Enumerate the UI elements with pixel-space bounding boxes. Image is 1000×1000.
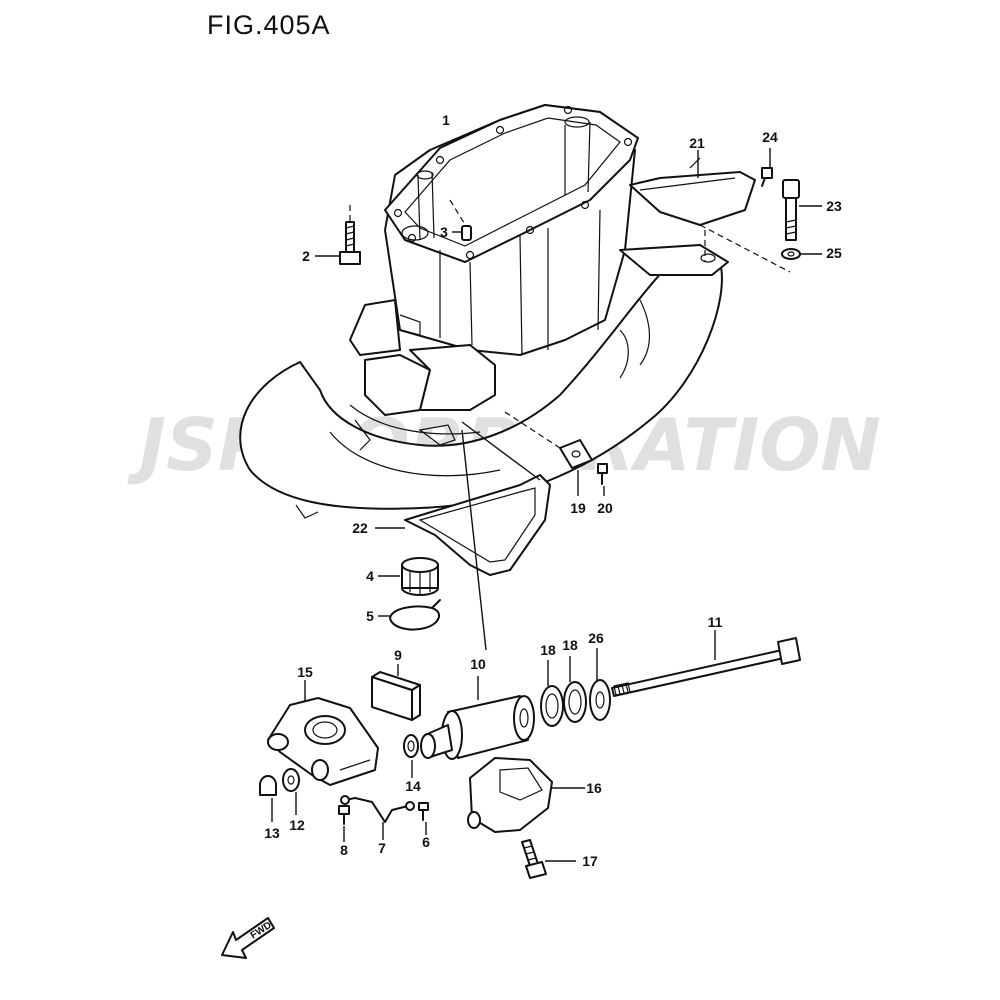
bolt-8 (338, 805, 350, 842)
callout-25: 25 (826, 245, 842, 261)
bolt-23 (782, 179, 822, 241)
callout-5: 5 (366, 608, 374, 624)
callout-15: 15 (297, 664, 313, 680)
fwd-arrow: FWD (221, 917, 275, 959)
callout-14: 14 (405, 778, 421, 794)
spacer-18b (563, 656, 587, 723)
callout-17: 17 (582, 853, 598, 869)
seal-22 (375, 474, 551, 576)
screw-6 (418, 802, 429, 835)
drive-shaft-housing (239, 104, 729, 519)
callout-24: 24 (762, 129, 778, 145)
shaft-11 (611, 630, 801, 697)
screw-24 (761, 148, 773, 187)
washer-14 (403, 734, 419, 778)
bracket-15 (267, 680, 379, 786)
clamp-16 (467, 757, 585, 833)
clip-5 (378, 599, 441, 631)
callout-9: 9 (394, 647, 402, 663)
callout-1: 1 (442, 112, 450, 128)
callout-16: 16 (586, 780, 602, 796)
bolt-17 (521, 839, 576, 879)
spacer-18a (540, 660, 564, 727)
callout-12: 12 (289, 817, 305, 833)
callout-23: 23 (826, 198, 842, 214)
bolt-2 (315, 205, 361, 265)
ground-wire-7 (340, 795, 415, 840)
callout-6: 6 (422, 834, 430, 850)
rear-cover-21 (629, 150, 756, 226)
mount-rubber-10 (420, 676, 535, 760)
washer-25 (781, 248, 822, 260)
collar-13 (259, 775, 277, 822)
callout-2: 2 (302, 248, 310, 264)
callout-8: 8 (340, 842, 348, 858)
callout-21: 21 (689, 135, 705, 151)
callout-19: 19 (570, 500, 586, 516)
dowel-pin-3 (449, 199, 472, 241)
callout-4: 4 (366, 568, 374, 584)
callout-3: 3 (440, 224, 448, 240)
figure-title: FIG.405A (207, 10, 331, 40)
bolt-20 (597, 463, 608, 496)
washer-12 (282, 768, 300, 815)
washer-26 (589, 648, 611, 721)
callout-18a: 18 (540, 642, 556, 658)
callout-26: 26 (588, 630, 604, 646)
callout-20: 20 (597, 500, 613, 516)
sleeve-4 (378, 557, 439, 596)
plate-9 (371, 664, 421, 721)
callout-11: 11 (707, 614, 723, 630)
callout-7: 7 (378, 840, 386, 856)
callout-22: 22 (352, 520, 368, 536)
callout-10: 10 (470, 656, 486, 672)
callout-18b: 18 (562, 637, 578, 653)
block-19 (559, 439, 593, 496)
callout-13: 13 (264, 825, 280, 841)
